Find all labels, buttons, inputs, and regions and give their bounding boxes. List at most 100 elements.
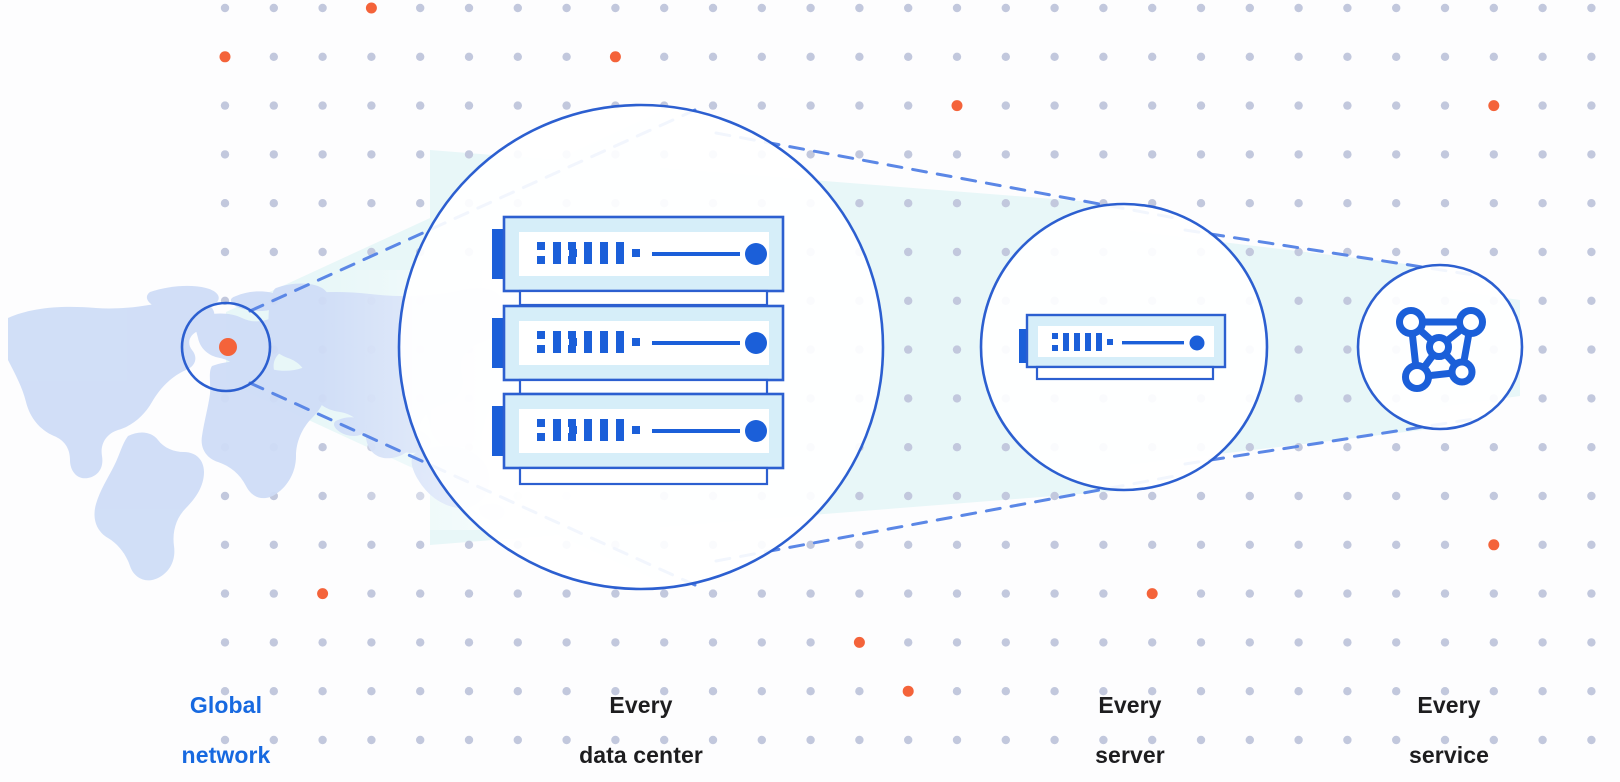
grid-dot (1538, 491, 1547, 501)
grid-dot (1148, 540, 1157, 549)
grid-dot (1050, 199, 1059, 208)
grid-dot (855, 735, 864, 745)
grid-dot (269, 589, 278, 598)
grid-dot (855, 491, 864, 501)
grid-dot (904, 589, 913, 598)
grid-dot (855, 3, 864, 13)
grid-dot (416, 199, 425, 208)
stage-every-data-center[interactable] (397, 103, 885, 591)
grid-dot (367, 638, 376, 647)
grid-dot (318, 52, 327, 61)
stage-global-network[interactable] (180, 301, 272, 393)
grid-dot (220, 687, 230, 696)
grid-dot (1050, 638, 1059, 647)
grid-dot (1050, 3, 1059, 13)
grid-dot (318, 638, 327, 647)
grid-dot (367, 101, 376, 110)
grid-dot (1294, 687, 1303, 696)
label-every-service: Every service (1349, 668, 1549, 782)
grid-dot (708, 638, 718, 647)
grid-dot (416, 589, 425, 598)
grid-dot (220, 199, 230, 208)
grid-dot (1587, 589, 1596, 598)
grid-dot (1099, 687, 1108, 696)
grid-dot (1538, 638, 1547, 647)
grid-dot (1440, 101, 1450, 110)
grid-dot (1587, 491, 1596, 501)
grid-dot (757, 735, 766, 745)
grid-dot (1001, 687, 1010, 696)
grid-dot (513, 735, 522, 745)
grid-dot (1538, 443, 1547, 452)
grid-dot (660, 52, 669, 61)
grid-dot (660, 687, 669, 696)
grid-dot-highlight (853, 636, 865, 648)
grid-dot (1392, 52, 1401, 61)
grid-dot (806, 540, 815, 549)
grid-dot (1294, 345, 1303, 354)
grid-dot (611, 589, 620, 598)
grid-dot (464, 638, 474, 647)
grid-dot (513, 589, 522, 598)
grid-dot (1148, 638, 1157, 647)
grid-dot (611, 735, 620, 745)
grid-dot (269, 52, 278, 61)
grid-dot (952, 3, 962, 13)
grid-dot (1538, 735, 1547, 745)
grid-dot (1587, 3, 1596, 13)
grid-dot (611, 687, 620, 696)
grid-dot (1294, 296, 1303, 305)
grid-dot (1343, 491, 1352, 501)
grid-dot (269, 247, 278, 257)
grid-dot (1440, 150, 1450, 159)
label-global-network: Global network (126, 668, 326, 782)
grid-dot (1343, 199, 1352, 208)
grid-dot (269, 199, 278, 208)
grid-dot (269, 3, 278, 13)
grid-dot-highlight (609, 51, 621, 63)
grid-dot (1148, 3, 1157, 13)
grid-dot (1050, 540, 1059, 549)
grid-dot (757, 687, 766, 696)
grid-dot (855, 150, 864, 159)
grid-dot (1587, 345, 1596, 354)
grid-dot (464, 687, 474, 696)
grid-dot (1489, 443, 1499, 452)
grid-dot (318, 199, 327, 208)
grid-dot (1392, 491, 1401, 501)
grid-dot (1392, 687, 1401, 696)
grid-dot (1050, 735, 1059, 745)
grid-dot (952, 394, 962, 403)
grid-dot (904, 150, 913, 159)
stage-every-service[interactable] (1356, 263, 1524, 431)
grid-dot (1489, 52, 1499, 61)
grid-dot (1343, 101, 1352, 110)
grid-dot (1440, 199, 1450, 208)
grid-dot (1050, 101, 1059, 110)
grid-dot (269, 101, 278, 110)
status-dot (745, 243, 767, 265)
grid-dot (464, 589, 474, 598)
grid-dot (904, 3, 913, 13)
grid-dot (757, 3, 766, 13)
grid-dot (269, 638, 278, 647)
label-line-2: service (1409, 742, 1489, 768)
grid-dot (1587, 735, 1596, 745)
grid-dot (1196, 491, 1206, 501)
grid-dot (1343, 345, 1352, 354)
grid-dot (367, 540, 376, 549)
grid-dot (1245, 589, 1255, 598)
grid-dot (904, 296, 913, 305)
grid-dot-highlight (951, 100, 963, 112)
grid-dot (1440, 3, 1450, 13)
grid-dot (855, 589, 864, 598)
stage-every-server[interactable] (979, 202, 1269, 492)
grid-dot (1392, 540, 1401, 549)
status-dot (745, 420, 767, 442)
grid-dot (1538, 394, 1547, 403)
grid-dot (513, 101, 522, 110)
grid-dot-highlight (1488, 539, 1500, 551)
grid-dot (1050, 491, 1059, 501)
grid-dot (464, 52, 474, 61)
